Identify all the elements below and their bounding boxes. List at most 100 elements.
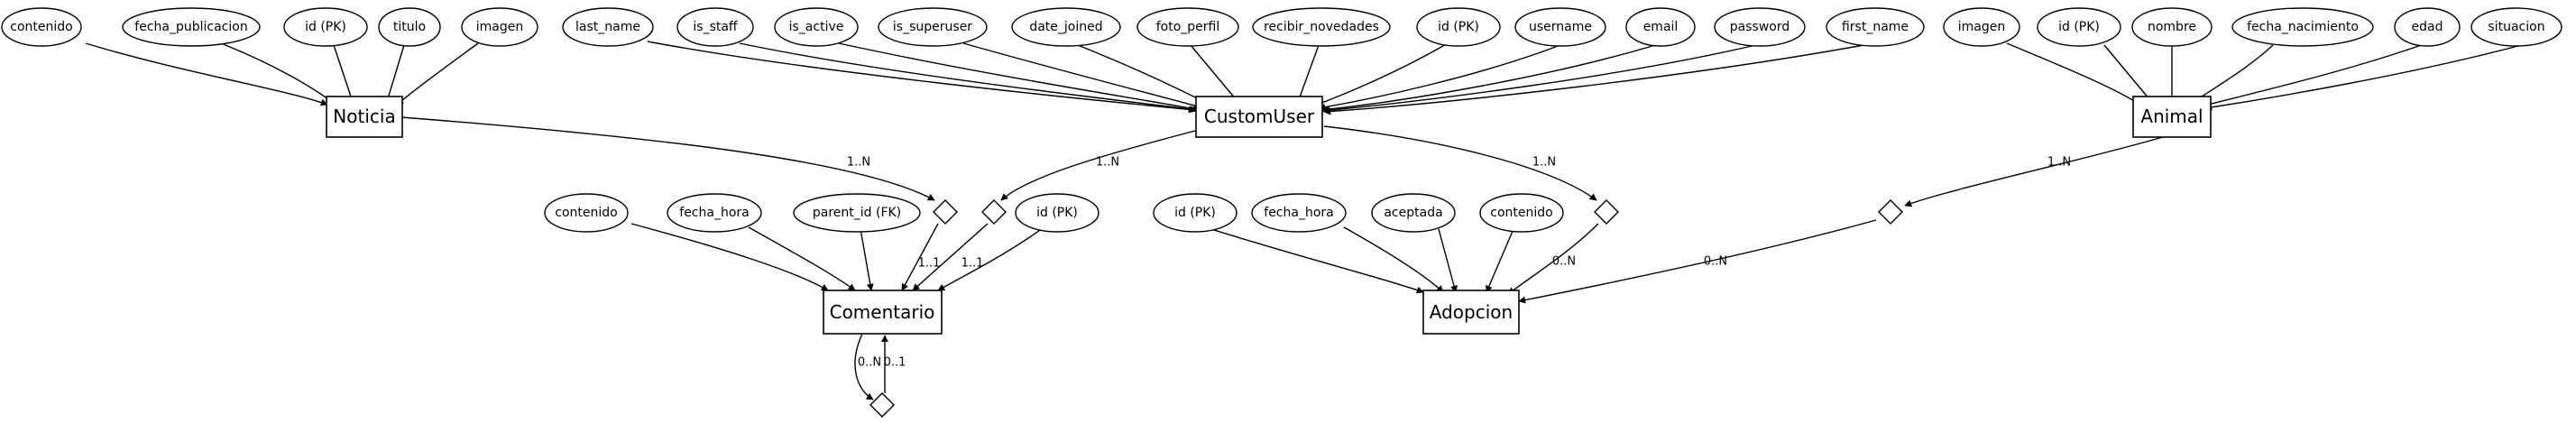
attribute-animal-imagen[interactable] [1943,7,2020,47]
attribute-comentario-parent_id[interactable] [793,193,921,233]
attributes-adopcion: id (PK) fecha_hora aceptada contenido [1153,193,1564,233]
entity-comentario[interactable] [823,290,943,335]
attribute-customuser-is_staff[interactable] [676,7,754,47]
attribute-customuser-email[interactable] [1625,7,1696,47]
cardinality-animal-adopcion-from: 1..N [2047,156,2071,170]
edge-rel-noticia-comentario-b [901,223,939,291]
attribute-comentario-fecha_hora[interactable] [667,193,762,233]
attribute-noticia-fecha_publicacion[interactable] [122,7,261,47]
relationship-diamond-customuser-comentario[interactable] [981,199,1007,225]
attribute-adopcion-id[interactable] [1153,193,1237,233]
attribute-label: first_name [1842,20,1909,34]
attribute-adopcion-contenido[interactable] [1479,193,1564,233]
edge-customuser-last_name [647,41,1196,114]
cardinality-customuser-adopcion-from: 1..N [1532,156,1556,170]
entity-noticia-label: Noticia [333,106,395,127]
attribute-animal-nombre[interactable] [2131,7,2213,47]
relationship-diamond-noticia-comentario[interactable] [933,199,958,225]
attribute-label: contenido [555,206,617,220]
attribute-customuser-last_name[interactable] [562,7,654,47]
attribute-customuser-foto_perfil[interactable] [1136,7,1239,47]
attribute-customuser-id[interactable] [1416,7,1501,47]
edge-customuser-is_active [838,42,1201,113]
attribute-label: imagen [1958,20,2005,34]
edge-rel-customuser-comentario-a [1000,130,1196,201]
attributes-noticia: contenido fecha_publicacion id (PK) titu… [1,7,538,47]
attribute-animal-edad[interactable] [2394,7,2461,47]
edge-comentario-id [937,225,1047,291]
attribute-noticia-contenido[interactable] [1,7,82,47]
relationship-diamonds [869,199,1903,418]
attribute-customuser-recibir_novedades[interactable] [1252,7,1391,47]
entities: Noticia CustomUser Animal Comentario Ado… [326,96,2212,335]
attribute-comentario-contenido[interactable] [544,193,629,233]
attribute-label: is_superuser [893,20,972,34]
cardinality-customuser-comentario-to: 1..1 [961,257,984,271]
attribute-edges [85,41,2535,294]
attribute-customuser-date_joined[interactable] [1011,7,1121,47]
edge-adopcion-contenido [1486,228,1514,293]
attribute-label: id (PK) [1174,206,1216,220]
relationship-diamond-comentario-self[interactable] [869,392,895,418]
attribute-customuser-password[interactable] [1714,7,1806,47]
edge-customuser-is_superuser [962,42,1205,110]
entity-customuser[interactable] [1195,96,1323,138]
cardinality-noticia-comentario-to: 1..1 [918,257,941,271]
attribute-adopcion-aceptada[interactable] [1371,193,1456,233]
edge-noticia-imagen [396,42,479,106]
edge-animal-fecha_nacimiento [2189,44,2274,106]
edge-adopcion-fecha_hora [1343,226,1444,293]
attribute-label: edad [2412,20,2443,34]
attribute-customuser-first_name[interactable] [1826,7,1925,47]
attribute-adopcion-fecha_hora[interactable] [1251,193,1347,233]
attribute-label: id (PK) [305,20,346,34]
attribute-label: parent_id (FK) [813,206,901,220]
relationship-diamond-customuser-adopcion[interactable] [1594,199,1619,225]
attribute-label: date_joined [1029,20,1102,34]
attribute-noticia-titulo[interactable] [378,7,441,47]
edge-customuser-username [1318,42,1566,111]
attribute-label: email [1643,20,1679,34]
attribute-label: fecha_hora [1264,206,1333,220]
edge-rel-noticia-comentario-a [400,116,935,201]
entity-animal[interactable] [2132,96,2212,138]
attribute-noticia-imagen[interactable] [461,7,538,47]
edge-rel-customuser-adopcion-b [1507,223,1599,295]
entity-adopcion[interactable] [1422,290,1520,335]
cardinality-noticia-comentario-from: 1..N [847,156,870,170]
cardinality-animal-adopcion-to: 0..N [1704,255,1727,269]
edge-customuser-recibir_novedades [1295,44,1320,106]
attribute-label: contenido [10,20,72,34]
entity-customuser-label: CustomUser [1204,106,1315,127]
edge-noticia-contenido [85,42,328,106]
attribute-animal-situacion[interactable] [2470,7,2562,47]
attribute-label: contenido [1490,206,1552,220]
attribute-animal-id[interactable] [2037,7,2121,47]
attribute-label: situacion [2488,20,2544,34]
attribute-label: is_staff [693,20,738,34]
edge-customuser-foto_perfil [1190,44,1241,106]
entity-adopcion-label: Adopcion [1430,301,1513,323]
entity-noticia[interactable] [326,96,403,138]
cardinality-customuser-adopcion-to: 0..N [1552,255,1576,269]
attributes-animal: imagen id (PK) nombre fecha_nacimiento e… [1943,7,2562,47]
edge-comentario-contenido [630,223,829,291]
attribute-label: username [1529,20,1592,34]
attribute-animal-fecha_nacimiento[interactable] [2231,7,2374,47]
attributes-comentario: contenido fecha_hora parent_id (FK) id (… [544,193,1099,233]
entity-animal-label: Animal [2140,106,2203,127]
edge-customuser-first_name [1323,41,1884,115]
attribute-customuser-is_active[interactable] [774,7,859,47]
attribute-label: id (PK) [1438,20,1479,34]
attribute-label: id (PK) [2058,20,2100,34]
attribute-comentario-id[interactable] [1015,193,1099,233]
relationship-diamond-animal-adopcion[interactable] [1878,199,1903,225]
attribute-label: password [1730,20,1789,34]
edge-rel-customuser-comentario-b [912,223,989,291]
attribute-customuser-is_superuser[interactable] [878,7,988,47]
attribute-customuser-username[interactable] [1514,7,1606,47]
attribute-noticia-id[interactable] [283,7,368,47]
edge-animal-edad [2200,42,2427,109]
attribute-label: nombre [2148,20,2196,34]
